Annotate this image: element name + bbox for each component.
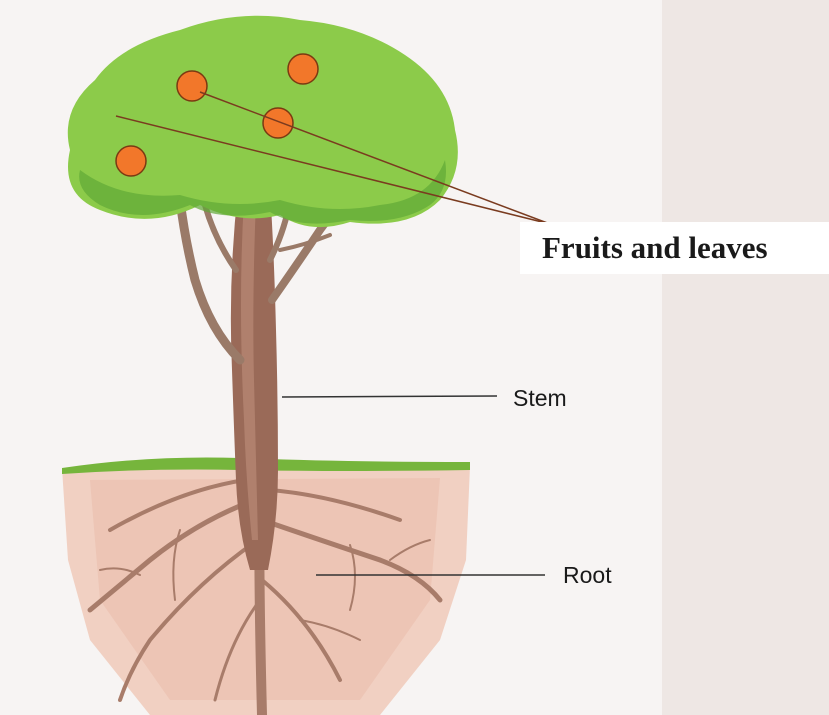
fruits-and-leaves-label: Fruits and leaves <box>520 222 829 274</box>
fruit-2 <box>288 54 318 84</box>
stem-leader-line <box>282 396 497 397</box>
root-label: Root <box>563 561 612 589</box>
fruit-1 <box>177 71 207 101</box>
fruit-3 <box>263 108 293 138</box>
fruit-4 <box>116 146 146 176</box>
stem-label: Stem <box>513 384 567 412</box>
